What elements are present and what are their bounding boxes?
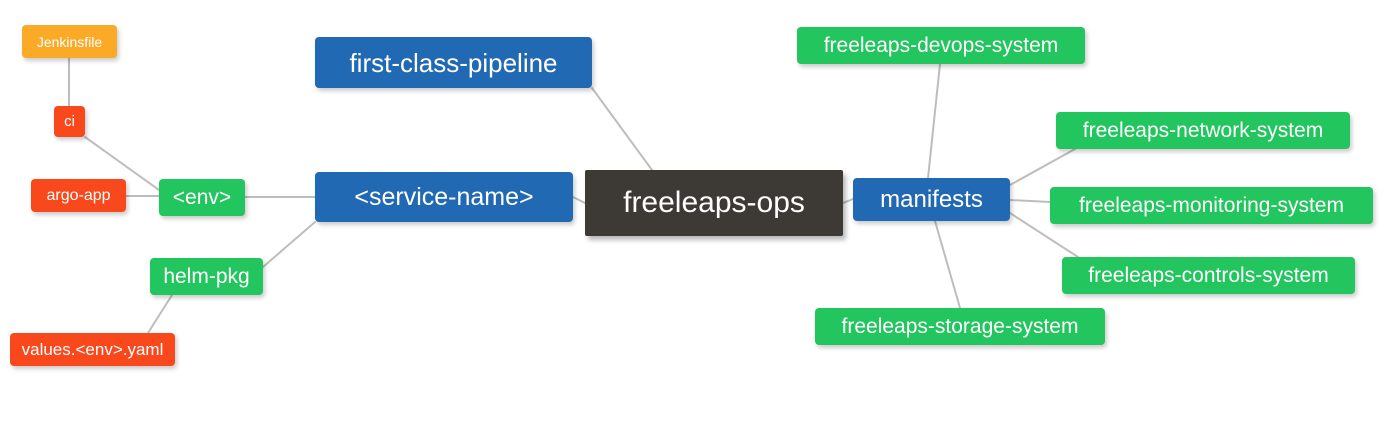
- node-storage-system[interactable]: freeleaps-storage-system: [815, 308, 1105, 345]
- node-root[interactable]: freeleaps-ops: [585, 170, 843, 236]
- node-controls-system[interactable]: freeleaps-controls-system: [1062, 257, 1355, 294]
- edge-service-name-to-helm-pkg: [262, 221, 316, 268]
- node-first-class-pipeline[interactable]: first-class-pipeline: [315, 37, 592, 88]
- edge-helm-pkg-to-values-yaml: [147, 294, 173, 334]
- node-monitoring-system[interactable]: freeleaps-monitoring-system: [1050, 187, 1373, 224]
- node-argo-app[interactable]: argo-app: [31, 179, 126, 212]
- edge-manifests-to-storage-system: [934, 220, 961, 309]
- node-values-yaml[interactable]: values.<env>.yaml: [10, 333, 175, 366]
- edge-manifests-to-devops-system: [927, 63, 941, 179]
- node-jenkinsfile[interactable]: Jenkinsfile: [22, 25, 117, 58]
- node-env[interactable]: <env>: [159, 179, 245, 216]
- edge-manifests-to-network-system: [1009, 148, 1076, 186]
- edge-root-to-first-class-pipeline: [591, 87, 653, 171]
- node-manifests[interactable]: manifests: [853, 178, 1010, 221]
- node-service-name[interactable]: <service-name>: [315, 172, 573, 222]
- edge-root-to-service-name: [572, 196, 586, 204]
- edge-manifests-to-monitoring-system: [1009, 199, 1051, 203]
- node-devops-system[interactable]: freeleaps-devops-system: [797, 27, 1085, 64]
- node-helm-pkg[interactable]: helm-pkg: [150, 258, 263, 295]
- node-ci[interactable]: ci: [54, 106, 85, 137]
- edge-root-to-manifests: [842, 198, 854, 204]
- node-network-system[interactable]: freeleaps-network-system: [1056, 112, 1350, 149]
